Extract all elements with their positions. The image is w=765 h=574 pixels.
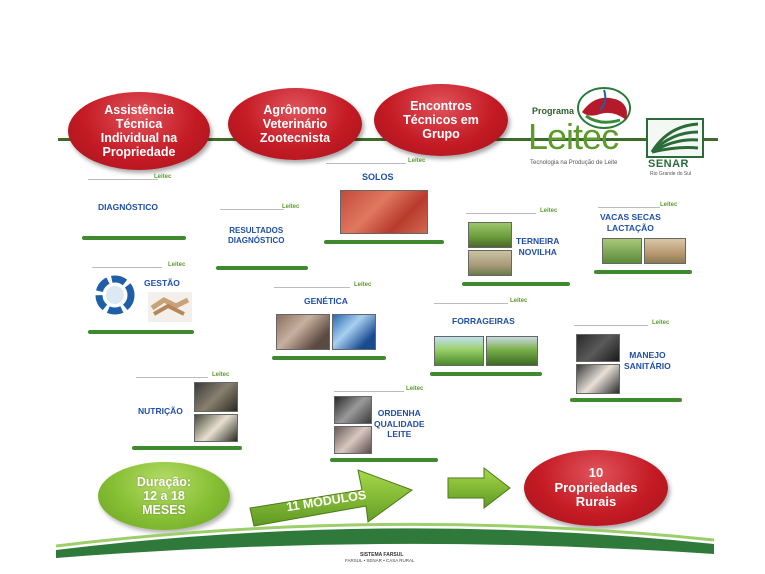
card-top-line — [334, 391, 404, 392]
card-base-line — [88, 330, 194, 334]
mini-logo: Leitec — [354, 282, 372, 288]
senar-logo: SENAR Rio Grande do Sul — [646, 118, 706, 177]
card-top-line — [574, 325, 648, 326]
bubble-text: Assistência Técnica Individual na Propri… — [100, 103, 178, 159]
mini-logo: Leitec — [652, 320, 670, 326]
card-top-line — [466, 213, 536, 214]
module-label: DIAGNÓSTICO — [98, 202, 158, 212]
properties-bubble: 10 Propriedades Rurais — [524, 450, 668, 526]
soil-photo — [340, 190, 428, 234]
lactating-cow-photo — [644, 238, 686, 264]
dry-cow-photo — [602, 238, 642, 264]
card-base-line — [330, 458, 438, 462]
bubble-assistencia-tecnica: Assistência Técnica Individual na Propri… — [68, 92, 210, 170]
module-diagnostico: Leitec DIAGNÓSTICO — [82, 172, 192, 244]
module-label: TERNEIRA NOVILHA — [516, 236, 560, 257]
properties-text: 10 Propriedades Rurais — [554, 465, 638, 510]
card-top-line — [88, 179, 158, 180]
bubble-text: Encontros Técnicos em Grupo — [403, 99, 479, 141]
mini-logo: Leitec — [212, 372, 230, 378]
mini-logo: Leitec — [540, 208, 558, 214]
card-top-line — [220, 209, 284, 210]
insemination-photo — [276, 314, 330, 350]
forage-photo-2 — [486, 336, 538, 366]
card-base-line — [82, 236, 186, 240]
calf-photo — [468, 222, 512, 248]
logo-tagline: Tecnologia na Produção de Leite — [530, 160, 618, 166]
module-vacas-secas-lactacao: Leitec VACAS SECAS LACTAÇÃO — [594, 200, 694, 278]
bubble-profissionais: Agrônomo Veterinário Zootecnista — [228, 88, 362, 160]
footer-band — [56, 522, 714, 572]
card-base-line — [132, 446, 242, 450]
card-base-line — [594, 270, 692, 274]
footer-system: SISTEMA FARSUL — [360, 552, 404, 558]
bubble-text: Agrônomo Veterinário Zootecnista — [259, 103, 331, 145]
module-label: FORRAGEIRAS — [452, 316, 515, 326]
mini-logo: Leitec — [408, 158, 426, 164]
module-label: VACAS SECAS LACTAÇÃO — [600, 212, 661, 233]
vaccination-photo — [576, 364, 620, 394]
senar-region: Rio Grande do Sul — [650, 171, 692, 177]
card-base-line — [430, 372, 542, 376]
bubble-encontros-tecnicos: Encontros Técnicos em Grupo — [374, 84, 508, 156]
senar-emblem — [646, 118, 704, 158]
mini-logo: Leitec — [168, 262, 186, 268]
milking-photo-1 — [334, 396, 372, 424]
forage-photo-1 — [434, 336, 484, 366]
module-label: ORDENHA QUALIDADE LEITE — [374, 408, 425, 440]
module-label: GESTÃO — [144, 278, 180, 288]
card-base-line — [462, 282, 570, 286]
heifer-photo — [468, 250, 512, 276]
module-gestao: Leitec GESTÃO — [88, 260, 198, 338]
right-arrow-icon — [447, 466, 511, 510]
module-ordenha-qualidade-leite: Leitec ORDENHA QUALIDADE LEITE — [330, 384, 440, 464]
module-nutricao: Leitec NUTRIÇÃO — [132, 370, 244, 454]
feeding-photo-1 — [194, 382, 238, 412]
senar-field-icon — [650, 122, 699, 154]
module-forrageiras: Leitec FORRAGEIRAS — [430, 296, 544, 378]
module-terneira-novilha: Leitec TERNEIRA NOVILHA — [462, 206, 574, 288]
module-label: RESULTADOS DIAGNÓSTICO — [228, 226, 285, 245]
logo-programa: Programa — [532, 106, 575, 116]
cow-photo — [576, 334, 620, 362]
duration-bubble: Duração: 12 a 18 MESES — [98, 462, 230, 530]
module-label: NUTRIÇÃO — [138, 406, 183, 416]
module-label: GENÉTICA — [304, 296, 348, 306]
leitec-swirl-icon — [577, 87, 631, 129]
card-base-line — [324, 240, 444, 244]
card-top-line — [326, 163, 406, 164]
leitec-logo: Programa Leitec Tecnologia na Produção d… — [522, 86, 640, 180]
mini-logo: Leitec — [154, 174, 172, 180]
module-manejo-sanitario: Leitec MANEJO SANITÁRIO — [570, 318, 684, 404]
module-label: MANEJO SANITÁRIO — [624, 350, 671, 371]
mini-logo: Leitec — [282, 204, 300, 210]
dna-photo — [332, 314, 376, 350]
mini-logo: Leitec — [406, 386, 424, 392]
card-base-line — [570, 398, 682, 402]
handshake-icon — [148, 292, 192, 322]
card-base-line — [272, 356, 386, 360]
card-top-line — [598, 207, 660, 208]
milking-photo-2 — [334, 426, 372, 454]
card-top-line — [434, 303, 508, 304]
mini-logo: Leitec — [660, 202, 678, 208]
card-top-line — [136, 377, 208, 378]
duration-text: Duração: 12 a 18 MESES — [136, 475, 192, 517]
logo-name: Leitec — [528, 116, 619, 157]
footer-partners: FARSUL • SENAR • CASA RURAL — [345, 558, 415, 563]
management-cycle-icon — [95, 275, 135, 315]
feeding-photo-2 — [194, 414, 238, 442]
mini-logo: Leitec — [510, 298, 528, 304]
card-base-line — [216, 266, 308, 270]
card-top-line — [274, 287, 350, 288]
senar-name: SENAR — [648, 158, 690, 170]
modules-arrow — [249, 469, 414, 527]
module-label: SOLOS — [362, 172, 394, 182]
card-top-line — [92, 267, 162, 268]
module-genetica: Leitec GENÉTICA — [270, 280, 388, 362]
module-solos: Leitec SOLOS — [322, 156, 446, 248]
module-resultados-diagnostico: Leitec RESULTADOS DIAGNÓSTICO — [216, 202, 322, 274]
